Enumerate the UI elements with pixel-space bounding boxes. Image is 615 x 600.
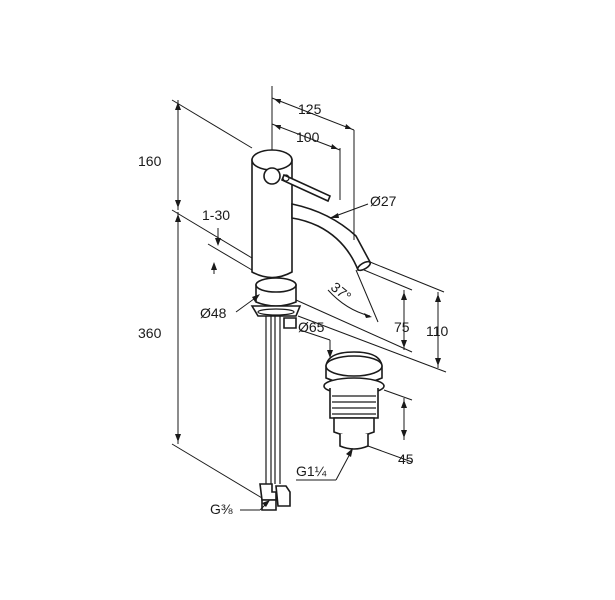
flexible-hoses — [259, 316, 291, 511]
label-360: 360 — [138, 325, 162, 341]
label-100: 100 — [296, 129, 320, 145]
label-110: 110 — [426, 323, 449, 339]
label-thread-g3-8: G⅜ — [210, 501, 233, 517]
label-diameter-27: Ø27 — [370, 193, 397, 209]
label-160: 160 — [138, 153, 162, 169]
label-thread-g1-1-4: G1¼ — [296, 463, 327, 479]
pop-up-waste — [323, 351, 385, 450]
label-75: 75 — [394, 319, 410, 335]
label-1-30: 1-30 — [202, 207, 230, 223]
label-angle-37: 37° — [328, 279, 355, 305]
faucet-base — [250, 277, 302, 329]
label-125: 125 — [298, 101, 322, 117]
spout — [291, 203, 372, 272]
lever-knob — [263, 167, 281, 185]
label-45: 45 — [398, 451, 414, 467]
dimension-lines — [171, 86, 447, 511]
label-diameter-48: Ø48 — [200, 305, 227, 321]
label-diameter-65: Ø65 — [298, 319, 325, 335]
